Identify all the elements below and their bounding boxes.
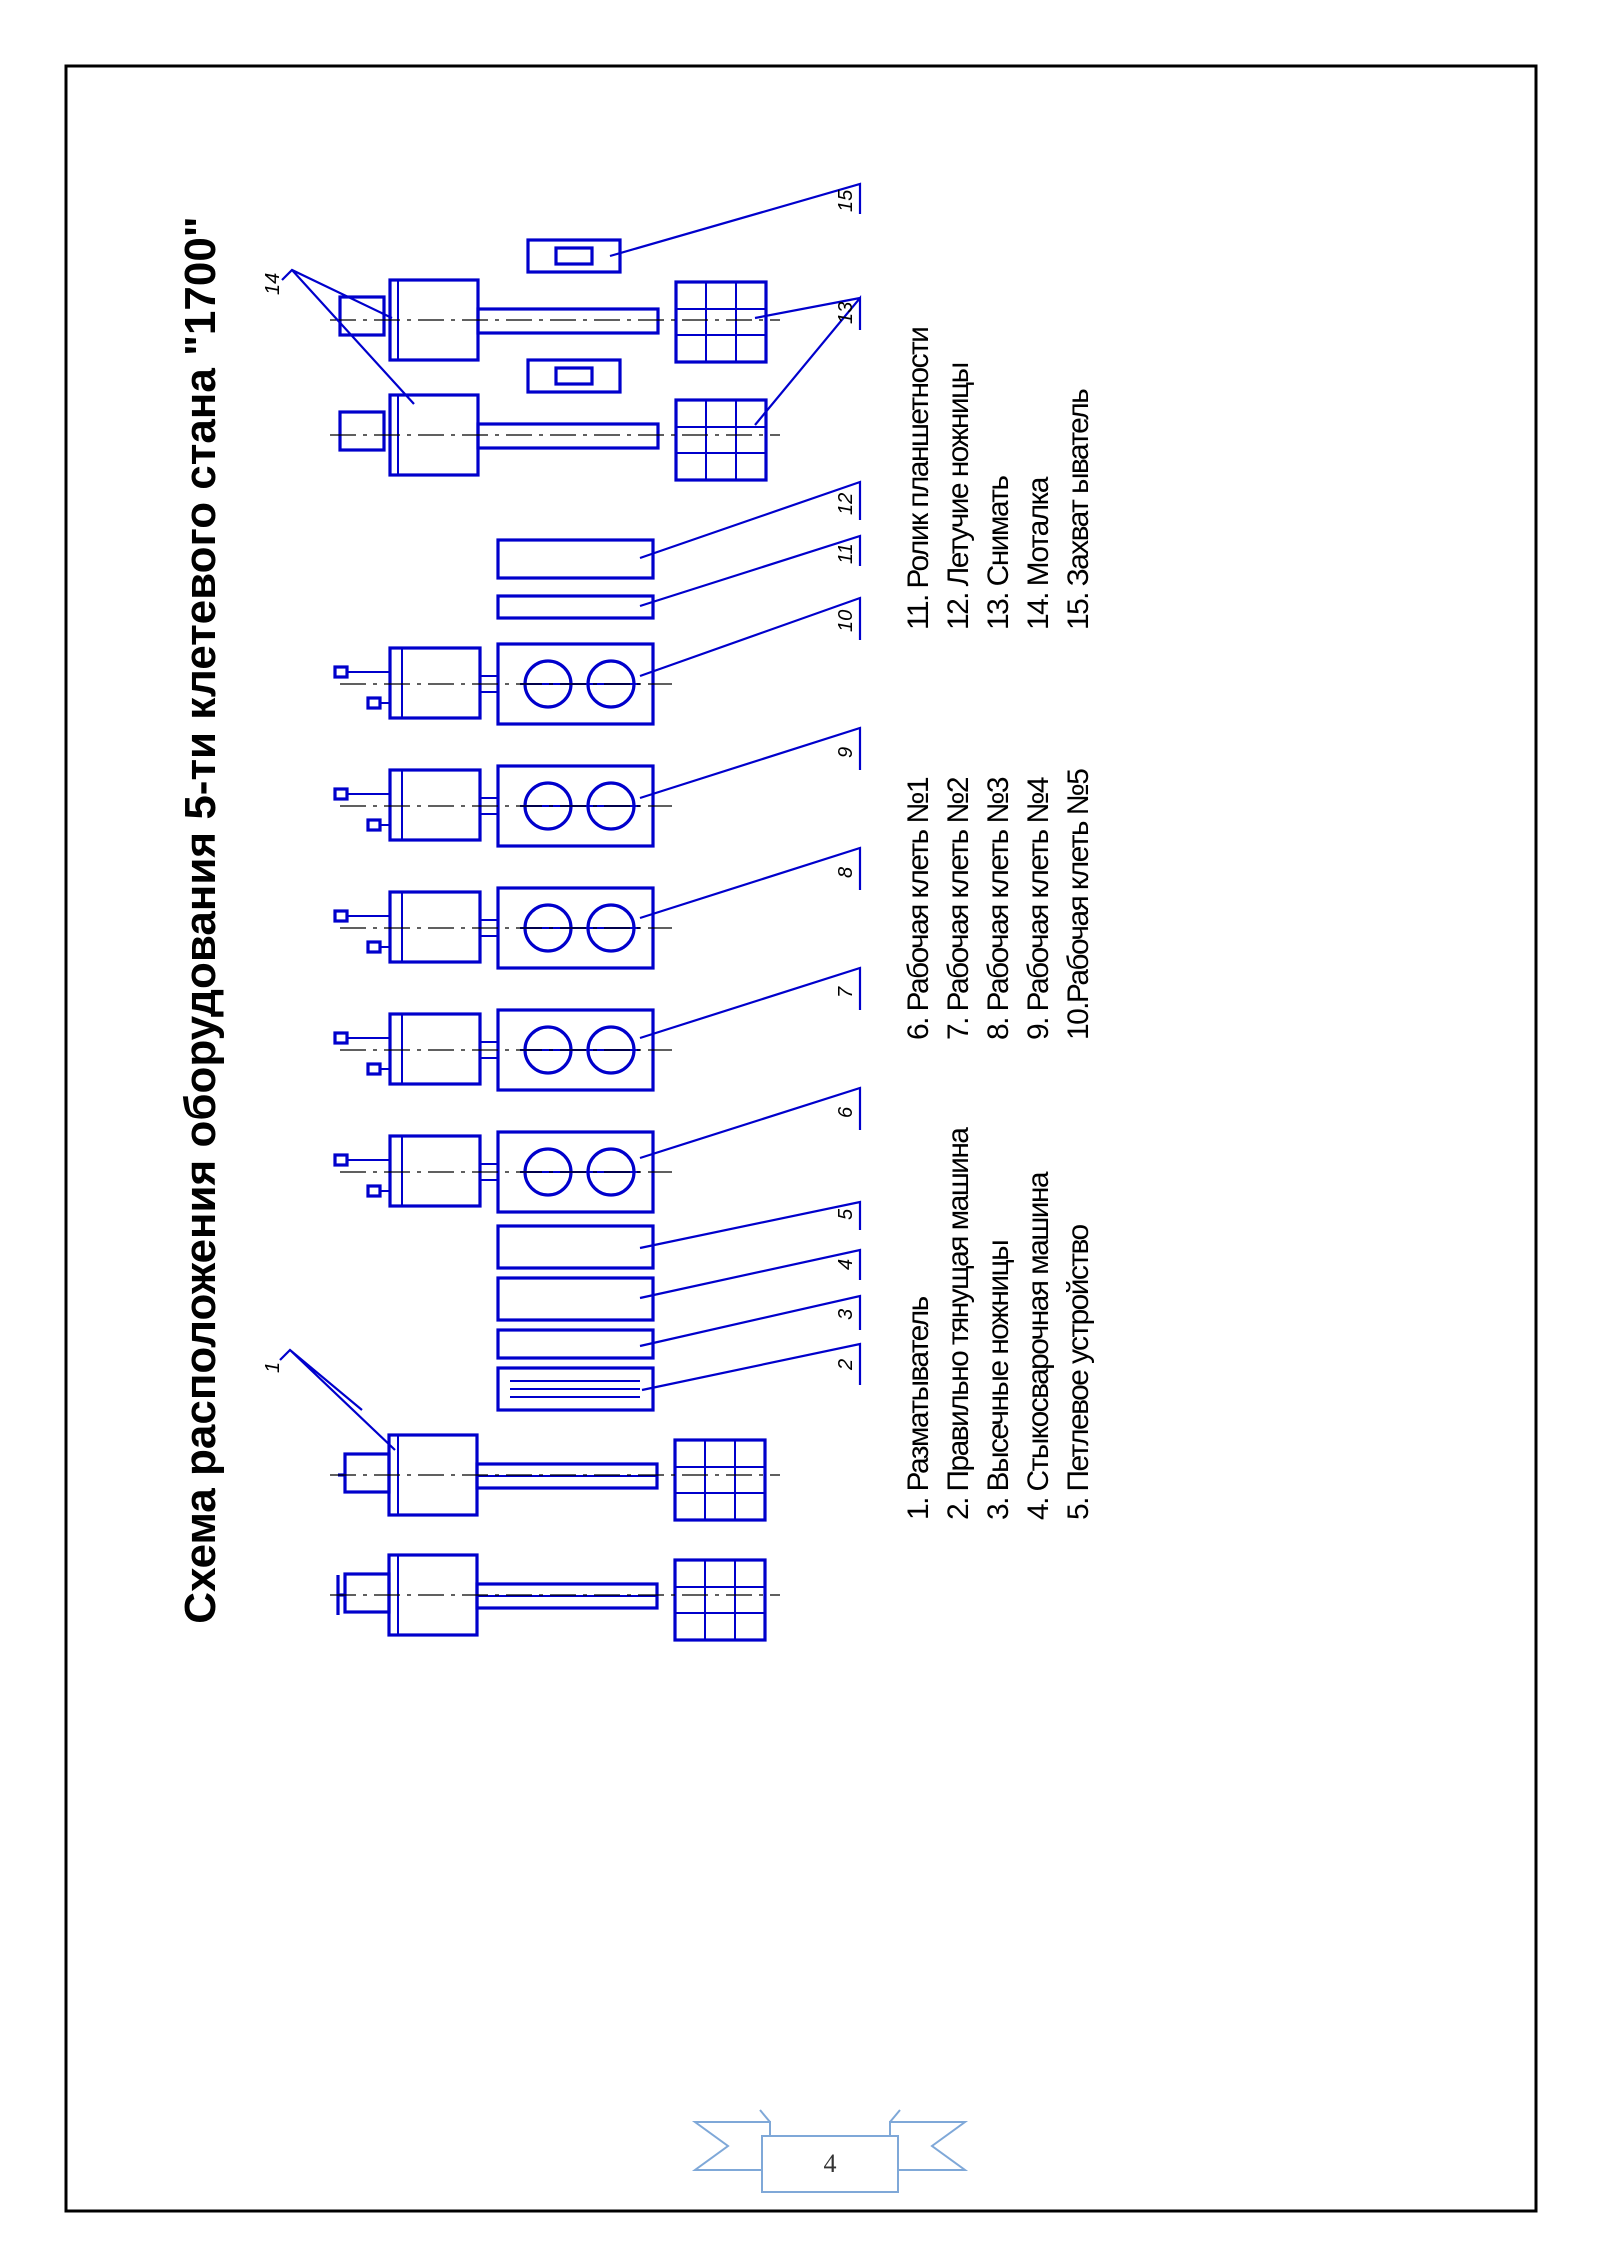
callout-7: 7 <box>835 986 857 998</box>
legend-item-15: 15. Захват ыватель <box>1062 389 1095 630</box>
legend-item-7: 7. Рабочая клеть №2 <box>942 777 975 1040</box>
equipment-layout-diagram: Схема расположения оборудования 5-ти кле… <box>176 182 1095 1642</box>
callout-11: 11 <box>835 543 857 564</box>
callout-4: 4 <box>835 1259 857 1270</box>
flying-shears <box>496 538 655 580</box>
mill-stand-3 <box>333 886 672 970</box>
legend: 1. Разматыватель 2. Правильно тянущая ма… <box>902 328 1095 1520</box>
callout-3: 3 <box>835 1309 857 1320</box>
mill-stand-2 <box>333 1008 672 1092</box>
page-number: 4 <box>824 2149 837 2178</box>
welding-machine <box>496 1276 655 1322</box>
shears-unit <box>496 1328 655 1360</box>
legend-item-14: 14. Моталка <box>1022 476 1055 630</box>
page-number-ribbon: 4 <box>691 2109 969 2193</box>
leader-lines <box>279 182 862 1451</box>
coiler-assembly-b <box>330 238 780 364</box>
legend-item-13: 13. Снимать <box>982 476 1015 630</box>
callout-14: 14 <box>262 273 284 295</box>
callout-labels: 1 2 3 4 5 6 7 8 9 10 11 12 13 14 15 <box>262 189 857 1373</box>
callout-13: 13 <box>835 302 857 324</box>
coiler-assembly-a <box>330 358 780 482</box>
callout-1: 1 <box>262 1362 284 1373</box>
leveller-machine <box>496 1366 655 1412</box>
callout-8: 8 <box>835 867 857 878</box>
callout-12: 12 <box>835 493 857 515</box>
uncoiler-assembly-a <box>330 1553 780 1642</box>
legend-item-4: 4. Стыкосварочная машина <box>1022 1171 1055 1520</box>
legend-item-5: 5. Петлевое устройство <box>1062 1225 1095 1520</box>
mill-stand-5 <box>333 642 672 726</box>
legend-item-6: 6. Рабочая клеть №1 <box>902 777 935 1040</box>
mill-stand-4 <box>333 764 672 848</box>
legend-item-10: 10.Рабочая клеть №5 <box>1062 769 1095 1040</box>
callout-6: 6 <box>835 1106 857 1118</box>
callout-2: 2 <box>835 1359 857 1371</box>
legend-item-11: 11. Ролик планшетности <box>902 328 935 630</box>
callout-9: 9 <box>835 747 857 758</box>
callout-15: 15 <box>835 189 857 212</box>
callout-5: 5 <box>835 1208 857 1220</box>
legend-item-3: 3. Высечные ножницы <box>982 1241 1015 1520</box>
page-frame <box>64 64 1538 2213</box>
legend-item-12: 12. Летучие ножницы <box>942 363 975 630</box>
uncoiler-assembly-b <box>330 1433 780 1522</box>
mill-stand-1 <box>333 1130 672 1214</box>
legend-item-1: 1. Разматыватель <box>902 1296 935 1520</box>
flatness-roll <box>496 594 655 620</box>
callout-10: 10 <box>835 610 857 632</box>
looper-unit <box>496 1224 655 1270</box>
legend-item-2: 2. Правильно тянущая машина <box>942 1127 975 1520</box>
diagram-title: Схема расположения оборудования 5-ти кле… <box>176 216 225 1623</box>
legend-item-8: 8. Рабочая клеть №3 <box>982 777 1015 1040</box>
legend-item-9: 9. Рабочая клеть №4 <box>1022 777 1055 1040</box>
